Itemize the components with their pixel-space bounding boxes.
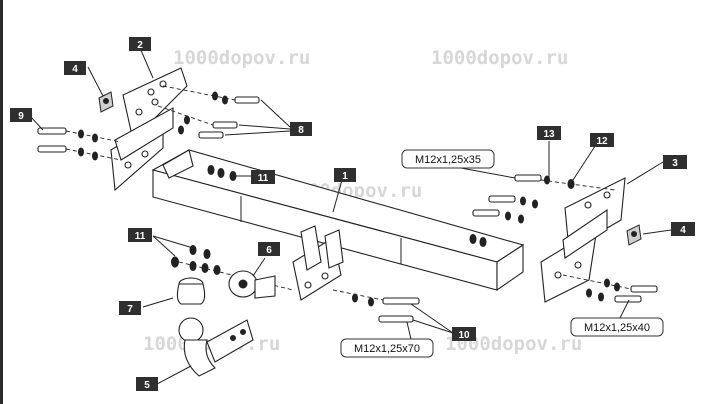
svg-text:M12x1,25x40: M12x1,25x40 [584,322,650,334]
crossbar [151,149,525,292]
watermark-1: 1000dopov.ru [173,47,310,69]
watermark-5: 1000dopov.ru [445,333,582,355]
svg-text:3: 3 [672,158,678,169]
crossbar-nuts [207,165,487,247]
left-bolts [37,127,122,161]
callout-11-upper: 11 [251,170,275,184]
svg-text:10: 10 [458,330,470,341]
ball-mount-plate [292,225,344,301]
svg-text:11: 11 [258,173,269,184]
callout-5: 5 [136,377,158,391]
right-bracket [540,177,626,303]
callout-3: 3 [663,155,687,169]
callout-2: 2 [129,37,151,51]
svg-text:5: 5 [144,380,150,391]
right-bolts [472,174,658,303]
svg-text:6: 6 [266,245,272,256]
leader-lines [28,47,672,385]
callout-8: 8 [290,122,312,136]
callout-13: 13 [537,126,561,140]
tow-ball [178,317,254,377]
socket-cover [176,277,206,305]
socket-bracket [228,270,276,299]
svg-text:4: 4 [680,225,686,236]
long-bolts [332,289,420,323]
svg-text:13: 13 [543,129,555,140]
callout-4-right: 4 [671,222,695,236]
left-nut-plate [98,91,114,113]
upper-bolts [157,85,260,139]
callout-12: 12 [590,133,614,147]
spec-label-bottom: M12x1,25x70 [340,338,434,358]
right-nut-plate [626,224,642,246]
svg-text:4: 4 [72,64,78,75]
svg-text:2: 2 [137,40,143,51]
watermark-2: 1000dopov.ru [431,47,568,69]
spec-label-right: M12x1,25x40 [570,317,664,337]
svg-text:12: 12 [596,136,608,147]
svg-text:11: 11 [135,231,146,242]
callout-1: 1 [334,168,356,182]
svg-text:M12x1,25x35: M12x1,25x35 [415,154,481,166]
spec-label-top: M12x1,25x35 [401,149,495,169]
callout-4-left: 4 [64,61,86,75]
svg-text:M12x1,25x70: M12x1,25x70 [354,343,420,355]
svg-text:8: 8 [298,125,304,136]
callout-7: 7 [119,301,141,315]
svg-text:9: 9 [18,111,24,122]
callout-10: 10 [452,327,476,341]
assembly-drawing: 1000dopov.ru 1000dopov.ru 1000dopov.ru 1… [10,37,695,391]
svg-text:7: 7 [127,304,133,315]
callout-9: 9 [10,108,32,122]
left-bracket [110,67,188,192]
svg-text:1: 1 [342,171,348,182]
callout-6: 6 [258,242,280,256]
callout-11-lower: 11 [128,228,152,242]
